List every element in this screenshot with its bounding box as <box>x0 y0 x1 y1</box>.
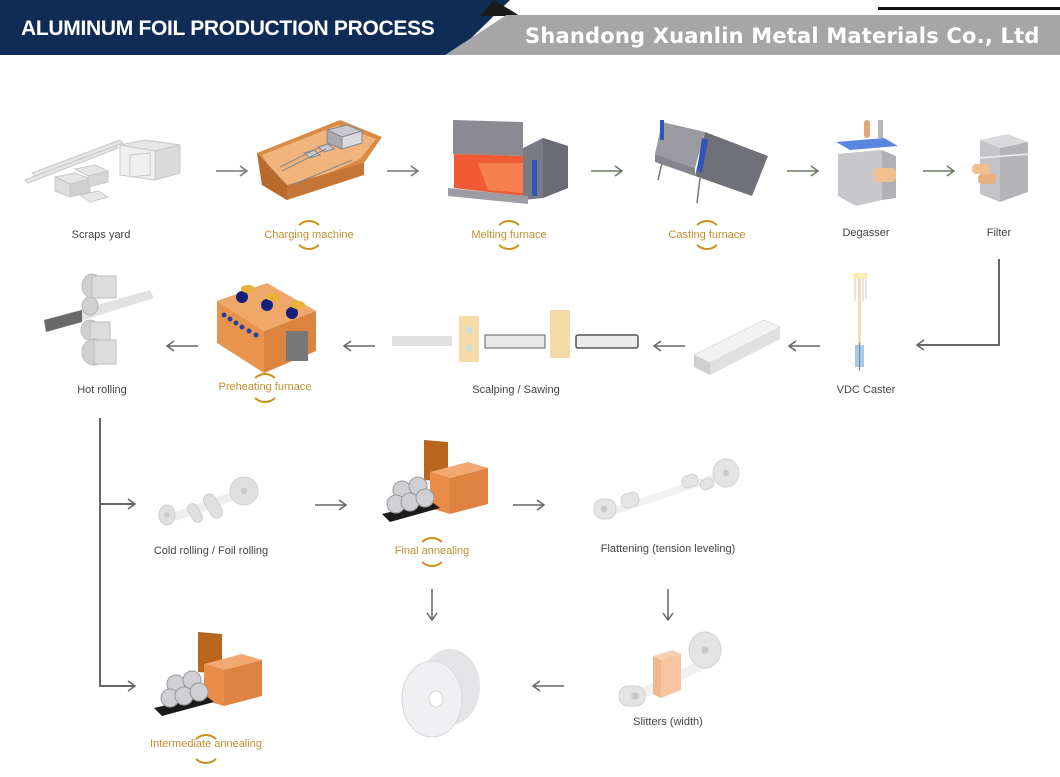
vdc-caster-illustration <box>845 273 875 373</box>
step-label-charging-machine: Charging machine <box>264 229 354 241</box>
step-label-flattening: Flattening (tension leveling) <box>600 543 736 555</box>
arrow-left-icon <box>531 680 564 692</box>
preheating-furnace-illustration <box>212 273 320 373</box>
step-label-preheating-furnace: Preheating furnace <box>218 381 312 393</box>
slitters-illustration <box>615 628 725 713</box>
foil-roll-illustration <box>400 645 485 740</box>
cold-rolling-illustration <box>152 473 272 533</box>
company-name: Shandong Xuanlin Metal Materials Co., Lt… <box>525 24 1040 48</box>
intermediate-annealing-illustration <box>152 630 262 722</box>
arrow-right-icon <box>923 165 956 177</box>
arrow-right-icon <box>127 498 137 510</box>
step-label-cold-rolling: Cold rolling / Foil rolling <box>153 545 269 557</box>
step-label-scalping-sawing: Scalping / Sawing <box>472 384 560 396</box>
arrow-left-icon <box>342 340 375 352</box>
step-label-casting-furnace: Casting furnace <box>668 229 746 241</box>
highlight-ring <box>250 373 280 403</box>
page-title: ALUMINUM FOIL PRODUCTION PROCESS <box>21 17 435 40</box>
branch-line <box>99 685 135 687</box>
header-rule <box>878 7 1060 10</box>
step-label-scraps-yard: Scraps yard <box>71 229 131 241</box>
highlight-ring <box>417 537 447 567</box>
arrow-right-icon <box>216 165 249 177</box>
step-label-final-annealing: Final annealing <box>394 545 470 557</box>
highlight-ring <box>692 220 722 250</box>
arrow-right-icon <box>787 165 820 177</box>
arrow-right-icon <box>591 165 624 177</box>
arrow-right-icon <box>315 499 348 511</box>
hot-rolling-illustration <box>42 272 160 367</box>
arrow-down-icon <box>662 589 674 622</box>
branch-line <box>99 503 135 505</box>
scraps-yard-illustration <box>20 135 190 210</box>
step-label-vdc-caster: VDC Caster <box>836 384 896 396</box>
highlight-ring <box>294 220 324 250</box>
casting-furnace-illustration <box>650 118 770 208</box>
highlight-ring <box>191 734 221 764</box>
step-label-hot-rolling: Hot rolling <box>77 384 127 396</box>
filter-illustration <box>970 132 1035 212</box>
step-label-intermediate-annealing: Intermediate annealing <box>150 738 262 750</box>
melting-furnace-illustration <box>448 118 573 210</box>
step-label-degasser: Degasser <box>842 227 890 239</box>
company-banner <box>445 15 1060 55</box>
step-label-filter: Filter <box>986 227 1012 239</box>
arrow-left-icon <box>915 339 925 351</box>
scalping-sawing-illustration <box>390 308 642 363</box>
step-label-melting-furnace: Melting furnace <box>471 229 547 241</box>
arrow-left-icon <box>787 340 820 352</box>
flattening-illustration <box>586 455 746 525</box>
step-label-slitters: Slitters (width) <box>633 716 703 728</box>
ingot-illustration <box>692 315 784 377</box>
arrow-down-icon <box>426 589 438 622</box>
arrow-left-icon <box>652 340 685 352</box>
connector-line <box>998 259 1000 346</box>
connector-line <box>918 344 1000 346</box>
arrow-right-icon <box>513 499 546 511</box>
arrow-left-icon <box>165 340 198 352</box>
final-annealing-illustration <box>380 440 490 530</box>
branch-line <box>99 418 101 687</box>
degasser-illustration <box>834 120 904 210</box>
charging-machine-illustration <box>252 115 387 207</box>
highlight-ring <box>494 220 524 250</box>
arrow-right-icon <box>127 680 137 692</box>
header-banner <box>0 0 510 55</box>
arrow-right-icon <box>387 165 420 177</box>
